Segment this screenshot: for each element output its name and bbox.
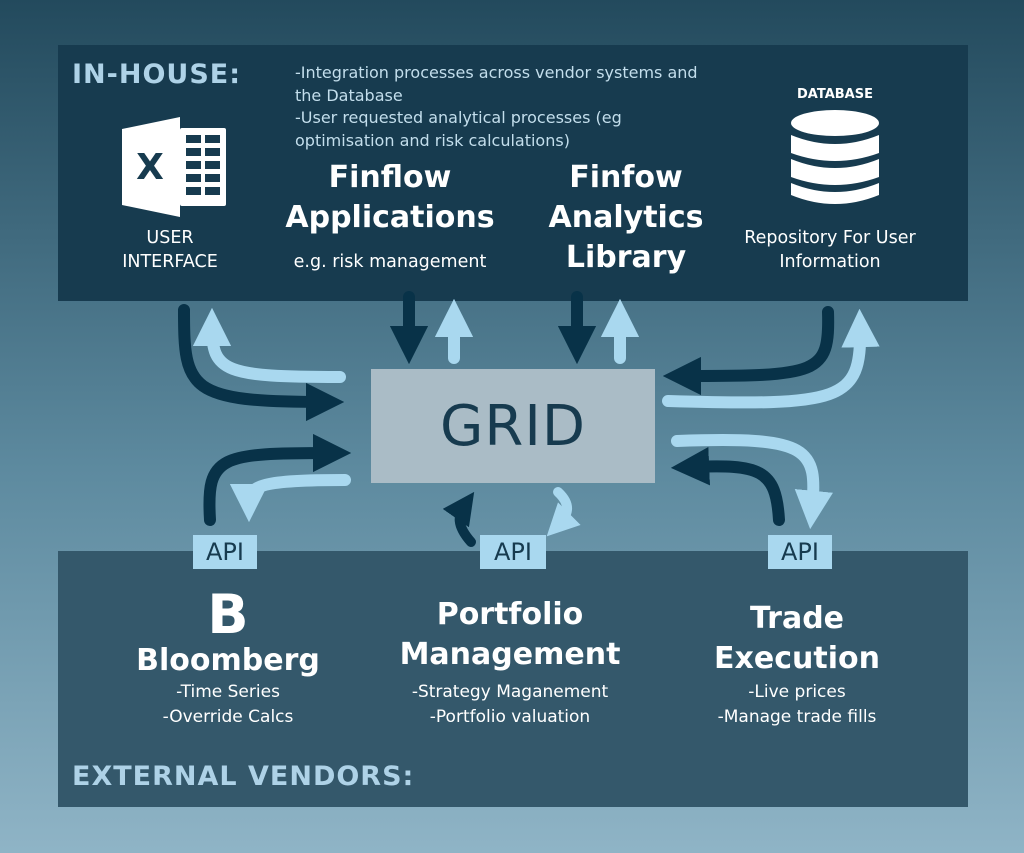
note-line: -User requested analytical processes (eg: [295, 108, 622, 127]
label-line: INTERFACE: [122, 252, 218, 272]
bloomberg-items: -Time Series -Override Calcs: [118, 680, 338, 730]
grid-to-database-arrow: [662, 308, 880, 409]
list-item: -Live prices: [748, 682, 846, 702]
trade-items: -Live prices -Manage trade fills: [672, 680, 922, 730]
finfow-analytics-library-title: Finfow Analytics Library: [523, 158, 729, 278]
grid-to-excel-arrow: [192, 307, 346, 383]
list-item: -Portfolio valuation: [429, 707, 591, 727]
bloomberg-logo: B: [207, 583, 249, 646]
label-line: USER: [146, 228, 194, 248]
excel-to-grid-arrow: [178, 304, 345, 422]
api-badge-bloomberg: API: [193, 535, 257, 569]
inhouse-title: IN-HOUSE:: [72, 59, 242, 90]
title-line: Execution: [714, 641, 880, 676]
user-interface-label: USER INTERFACE: [100, 226, 240, 274]
list-item: -Strategy Maganement: [411, 682, 609, 702]
title-line: Portfolio: [436, 597, 584, 632]
title-line: Applications: [285, 200, 495, 235]
grid-to-trade-arrow: [671, 433, 833, 530]
title-line: Finfow: [569, 160, 683, 195]
external-vendors-panel: B Bloomberg -Time Series -Override Calcs…: [58, 551, 968, 807]
bloomberg-title: Bloomberg: [136, 643, 320, 678]
portfolio-management-title: Portfolio Management: [370, 595, 650, 675]
title-line: Management: [399, 637, 621, 672]
api-badge-portfolio: API: [480, 535, 546, 569]
title-line: Finflow: [328, 160, 452, 195]
title-line: Trade: [749, 601, 845, 636]
excel-icon: X: [122, 117, 226, 217]
finflow-applications-subtitle: e.g. risk management: [293, 252, 487, 272]
label-line: Information: [779, 252, 881, 272]
title-line: Library: [565, 240, 687, 275]
list-item: -Manage trade fills: [717, 707, 877, 727]
database-label: Repository For User Information: [720, 226, 940, 274]
list-item: -Time Series: [176, 682, 280, 702]
label-line: Repository For User: [744, 228, 916, 248]
finflow-applications-title: Finflow Applications: [260, 158, 520, 238]
excel-glyph: X: [136, 147, 164, 188]
grid-label: GRID: [440, 393, 586, 459]
inhouse-panel: IN-HOUSE: -Integration processes across …: [58, 45, 968, 301]
list-item: -Override Calcs: [162, 707, 294, 727]
grid-to-bloomberg-arrow: [229, 474, 351, 523]
bloomberg-to-grid-arrow: [203, 433, 352, 526]
grid-box: GRID: [371, 369, 655, 483]
database-caption: DATABASE: [797, 87, 873, 102]
external-vendors-title: EXTERNAL VENDORS:: [72, 761, 415, 792]
trade-execution-title: Trade Execution: [672, 599, 922, 679]
note-line: optimisation and risk calculations): [295, 130, 570, 150]
portfolio-to-grid-arrow: [442, 491, 476, 547]
portfolio-items: -Strategy Maganement -Portfolio valuatio…: [360, 680, 660, 730]
grid-to-portfolio-arrow: [546, 487, 581, 537]
database-to-grid-arrow: [662, 306, 835, 396]
title-line: Analytics: [548, 200, 704, 235]
trade-to-grid-arrow: [670, 446, 785, 526]
note-line: -Integration processes across vendor sys…: [295, 63, 698, 82]
api-badge-trade: API: [768, 535, 832, 569]
database-icon: [791, 110, 879, 204]
note-line: the Database: [295, 85, 403, 105]
inhouse-notes: -Integration processes across vendor sys…: [295, 62, 775, 152]
